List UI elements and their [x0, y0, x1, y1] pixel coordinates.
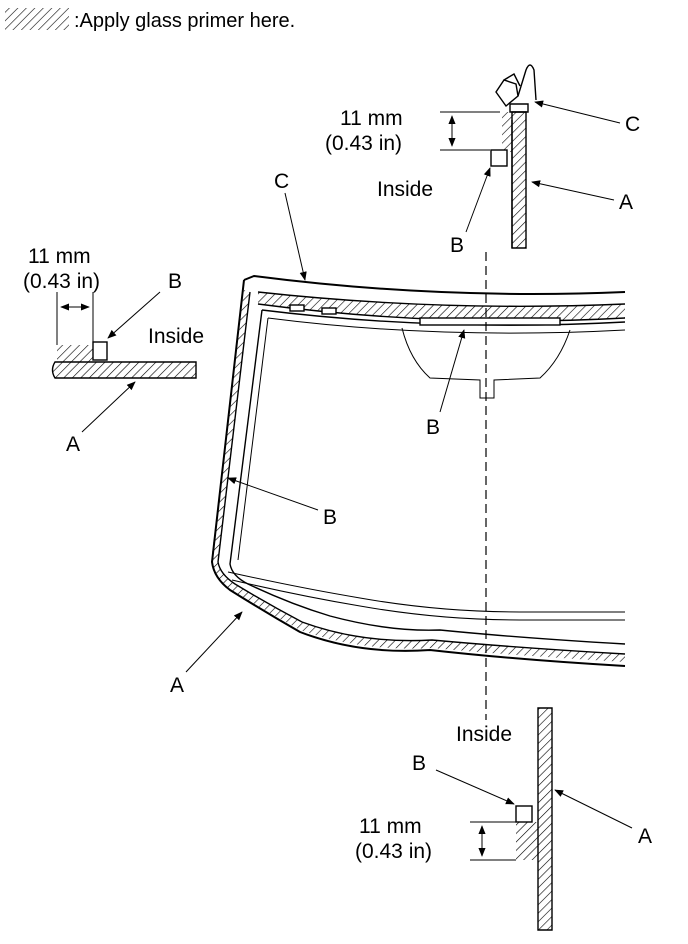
- left-dim-in: (0.43 in): [23, 270, 100, 293]
- top-dim-in: (0.43 in): [325, 132, 402, 155]
- left-dim-mm: 11 mm: [28, 245, 91, 268]
- left-section-detail: 11 mm (0.43 in) Inside B A: [23, 245, 204, 456]
- ws-label-c: C: [274, 170, 289, 193]
- bottom-inside-label: Inside: [456, 723, 512, 746]
- hatch-swatch-icon: [5, 8, 69, 30]
- top-label-c: C: [625, 113, 640, 136]
- bottom-section-detail: 11 mm (0.43 in) Inside B A: [355, 707, 652, 931]
- bottom-label-b: B: [412, 752, 426, 775]
- left-label-b: B: [168, 270, 182, 293]
- ws-label-a: A: [170, 674, 184, 697]
- top-dim-mm: 11 mm: [340, 107, 403, 130]
- top-section-detail: 11 mm (0.43 in) Inside C A B: [325, 64, 640, 257]
- ws-label-b-top: B: [426, 416, 440, 439]
- bottom-label-a: A: [638, 825, 652, 848]
- legend: :Apply glass primer here.: [5, 8, 295, 32]
- windshield-callouts: C B B A: [170, 170, 466, 697]
- bottom-dim-mm: 11 mm: [359, 815, 422, 838]
- left-inside-label: Inside: [148, 325, 204, 348]
- ws-label-b-left: B: [323, 506, 337, 529]
- top-label-a: A: [619, 191, 633, 214]
- top-label-b: B: [450, 234, 464, 257]
- bottom-dim-in: (0.43 in): [355, 840, 432, 863]
- windshield-drawing: [210, 252, 626, 720]
- top-inside-label: Inside: [377, 178, 433, 201]
- legend-text: :Apply glass primer here.: [74, 10, 295, 32]
- left-label-a: A: [66, 433, 80, 456]
